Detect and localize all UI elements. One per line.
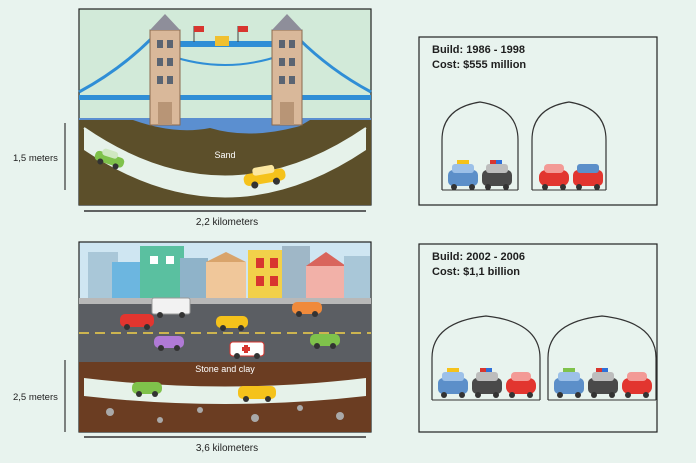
cost-bottom: Cost: $1,1 billion [432,266,520,278]
stones [106,405,344,423]
cost-top: Cost: $555 million [432,59,526,71]
length-label-bottom: 3,6 kilometers [196,443,258,454]
red-car-icon [622,372,652,398]
top-illustration: Sand [78,8,372,206]
bottom-illustration: Stone and clay [78,241,372,433]
police-car-icon [482,160,512,190]
length-label-top: 2,2 kilometers [196,217,258,228]
bridge-tower-left [149,14,181,126]
taxi-car-icon [238,386,276,402]
build-years-top: Build: 1986 - 1998 [432,44,525,56]
taxi-car-icon [216,316,248,331]
taxi-car-icon [243,164,286,189]
red-car-icon [120,314,154,330]
police-car-icon [588,368,618,398]
bridge-deck [79,95,371,100]
orange-car-icon [292,302,322,317]
green-car-icon [94,148,125,170]
tunnel-tube-left [431,315,541,400]
tunnel-tube-right [531,101,607,190]
taxi-car-icon [438,368,468,398]
red-car-icon [506,372,536,398]
taxi-car-icon [448,160,478,190]
ground-label-stone-clay: Stone and clay [195,364,255,374]
truck-icon [151,297,191,318]
green-car-icon [132,382,162,397]
sand-tunnel [84,128,366,198]
purple-car-icon [154,336,184,351]
top-info-panel: Build: 1986 - 1998 Cost: $555 million [418,36,658,206]
bottom-info-panel: Build: 2002 - 2006 Cost: $1,1 billion [418,243,658,433]
flag-icons [193,26,248,46]
red-car-icon [539,164,569,190]
depth-label-top: 1,5 meters [13,153,58,164]
bottom-info-frame [418,243,658,433]
ambulance-icon [229,341,265,359]
red-car-icon [573,164,603,190]
tunnel-tube-left [441,101,519,190]
tunnel-tube-right [547,315,657,400]
green-car-icon [310,334,340,349]
city-buildings [88,246,370,302]
depth-label-bottom: 2,5 meters [13,392,58,403]
bridge-tower-right [271,14,303,126]
bridge-cable-left [78,36,154,94]
ground-label-sand: Sand [214,150,235,160]
bridge-cable-right [296,36,372,94]
police-car-icon [472,368,502,398]
build-years-bottom: Build: 2002 - 2006 [432,251,525,263]
taxi-car-icon [554,368,584,398]
